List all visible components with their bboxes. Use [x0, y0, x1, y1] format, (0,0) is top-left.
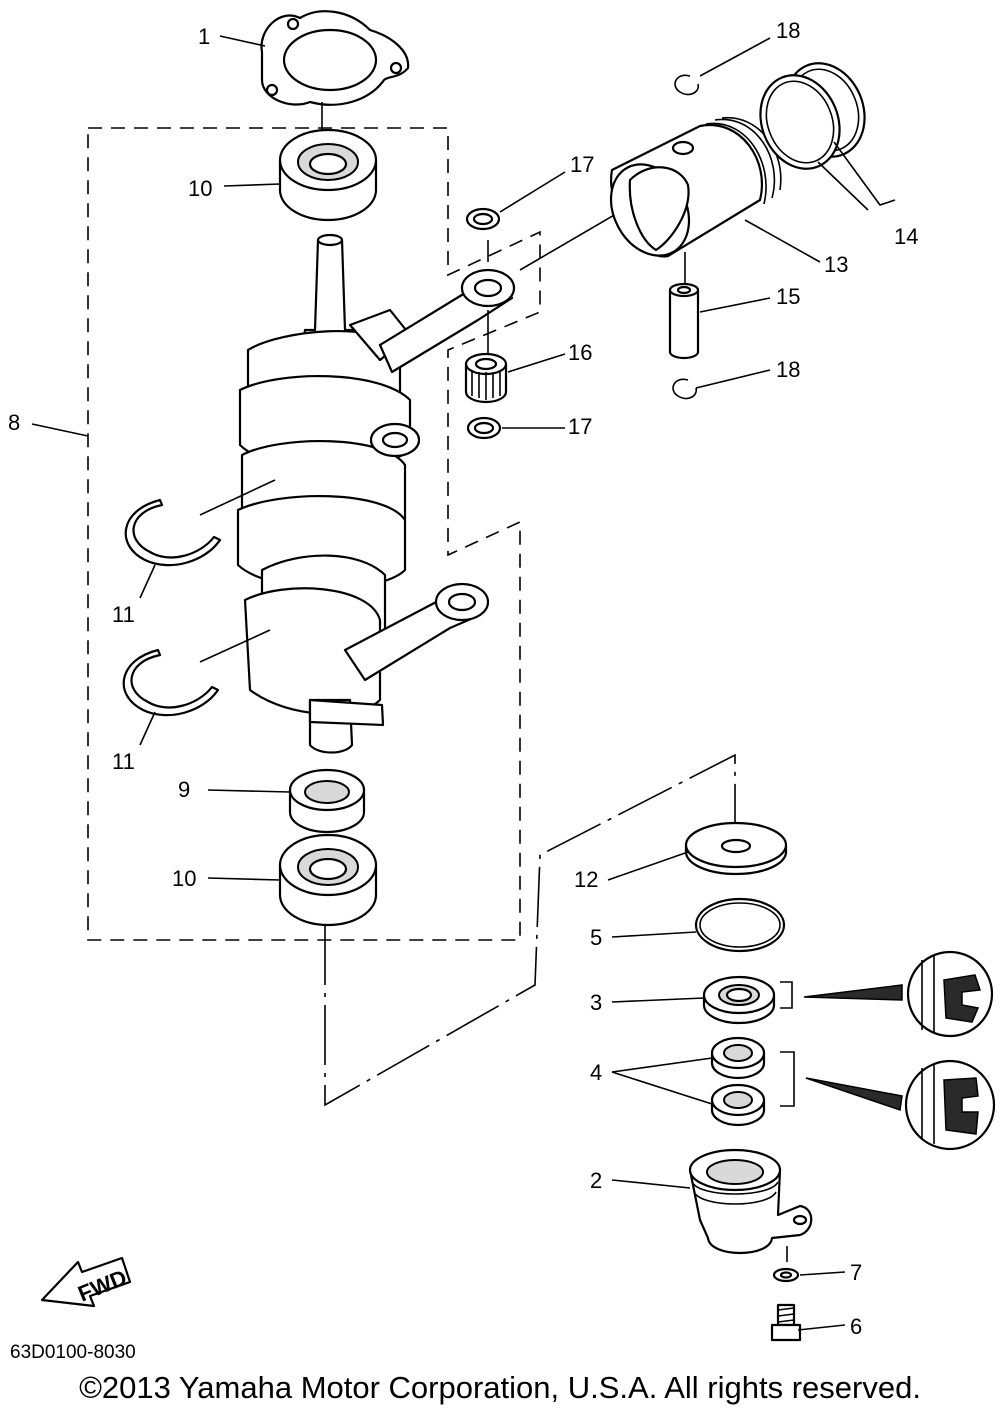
- callout-1: 1: [198, 24, 210, 49]
- seal-3-detail-callout: [803, 950, 994, 1038]
- callout-18-lower: 18: [776, 357, 800, 382]
- callout-6: 6: [850, 1314, 862, 1339]
- upper-bearing-part: [278, 128, 378, 222]
- leader-lines: [31, 35, 896, 1331]
- seal-3-part: [702, 975, 776, 1025]
- retaining-ring-lower-part: [122, 648, 220, 717]
- callout-17-upper: 17: [570, 152, 594, 177]
- callout-15: 15: [776, 284, 800, 309]
- callout-11-upper: 11: [112, 602, 135, 627]
- retaining-ring-upper-part: [124, 498, 222, 567]
- crankshaft-part: [236, 233, 412, 754]
- callout-5: 5: [590, 925, 602, 950]
- callout-2: 2: [590, 1168, 602, 1193]
- callout-10-lower: 10: [172, 866, 196, 891]
- callout-8: 8: [8, 410, 20, 435]
- seal-4-bracket: [780, 1051, 795, 1107]
- copyright-notice: ©2013 Yamaha Motor Corporation, U.S.A. A…: [79, 1370, 921, 1405]
- callout-9: 9: [178, 777, 190, 802]
- upper-connecting-rod-part: [378, 268, 516, 374]
- seal-group-line: [324, 753, 736, 1107]
- o-ring-part: [694, 897, 786, 953]
- callout-11-lower: 11: [112, 749, 135, 774]
- callout-12: 12: [574, 867, 598, 892]
- thrust-washer-part: [684, 821, 788, 876]
- callout-17-lower: 17: [568, 414, 592, 439]
- seal-housing-part: [688, 1148, 813, 1254]
- callout-10-upper: 10: [188, 176, 212, 201]
- callout-7: 7: [850, 1260, 862, 1285]
- callout-18-upper: 18: [776, 18, 800, 43]
- piston-part: [609, 117, 782, 258]
- forward-direction-icon: FWD: [40, 1256, 132, 1308]
- callout-14: 14: [894, 224, 918, 249]
- callout-16: 16: [568, 340, 592, 365]
- seal-4-detail-callout: [805, 1059, 996, 1151]
- bolt-part: [770, 1303, 802, 1342]
- piston-rings-part: [759, 62, 866, 170]
- lower-connecting-rod-part: [343, 582, 490, 682]
- seal-4b-part: [710, 1083, 766, 1127]
- lower-bearing-part: [278, 833, 378, 927]
- needle-bearing-part: [464, 352, 508, 404]
- seal-4a-part: [710, 1036, 766, 1080]
- washer-lower-part: [466, 416, 502, 440]
- piston-pin-part: [668, 252, 700, 360]
- oil-seal-part: [288, 768, 366, 834]
- circlip-lower-part: [672, 378, 698, 400]
- seal-3-bracket: [780, 981, 793, 1009]
- circlip-upper-part: [674, 74, 700, 96]
- diagram-code: 63D0100-8030: [10, 1342, 136, 1363]
- crank-rod-eye: [369, 422, 421, 458]
- washer-upper-part: [465, 207, 501, 231]
- callout-4: 4: [590, 1060, 602, 1085]
- crankshaft-assembly-boundary: [87, 127, 541, 941]
- gasket-part: [260, 10, 410, 106]
- small-washer-part: [772, 1267, 800, 1283]
- callout-3: 3: [590, 990, 602, 1015]
- part-number-labels: 1 10 18 17 14 13 15 16 18 17 8 11 11 9 1…: [8, 18, 918, 1339]
- callout-13: 13: [824, 252, 848, 277]
